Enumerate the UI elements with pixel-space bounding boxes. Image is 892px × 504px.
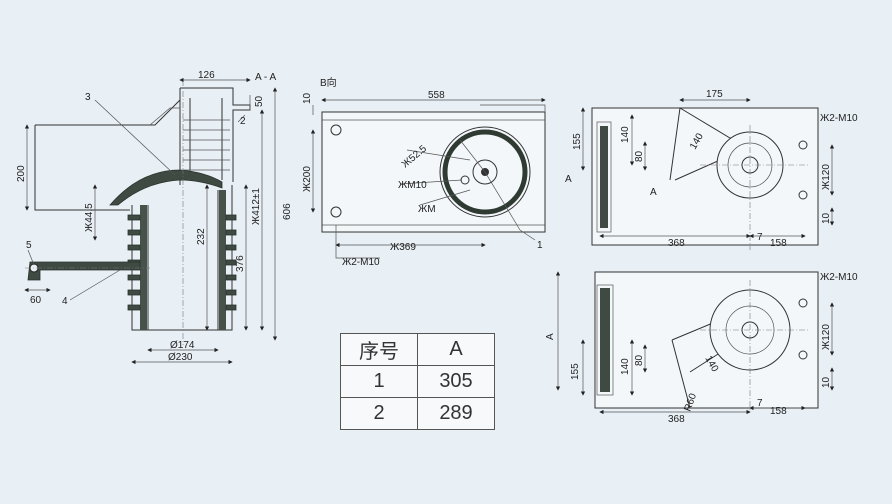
dim-158-b: 158	[770, 406, 787, 417]
part-4-label: 4	[62, 296, 68, 307]
dim-10-d: 10	[821, 376, 832, 388]
arrow-a2-label: A	[650, 187, 657, 198]
view-b-label: B向	[320, 76, 337, 89]
dim-7-a: 7	[757, 232, 763, 243]
table-row: 2 289	[340, 397, 495, 430]
table-row: 1 305	[340, 365, 495, 398]
m10-x2-right: Ж2-M10	[820, 113, 858, 124]
header-a: A	[417, 333, 495, 366]
dim-140-c: 140	[620, 358, 631, 375]
row-index: 2	[340, 397, 418, 430]
dim-158-a: 158	[770, 238, 787, 249]
row-index: 1	[340, 365, 418, 398]
part-3-label: 3	[85, 92, 91, 103]
dim-175: 175	[706, 89, 723, 100]
dim-412: Ж412±1	[251, 188, 262, 225]
dim-368-b: 368	[668, 414, 685, 425]
dim-60: 60	[30, 295, 42, 306]
dim-200: 200	[16, 165, 27, 182]
hole-m10: ЖM10	[398, 180, 427, 191]
bottom-right-view: A 155 140 80 140 Ж2-M10 Ж120 10 368 158 …	[545, 271, 858, 425]
dim-120-a: Ж120	[821, 164, 832, 190]
row-value: 305	[417, 365, 495, 398]
dim-155: 155	[572, 133, 583, 150]
part-2-label: 2	[240, 116, 246, 127]
arrow-a-label: A	[565, 174, 572, 185]
spec-table: 序号 A 1 305 2 289	[340, 333, 495, 430]
section-view-aa: A - A 126 50 3 2 200 Ж44.5 232 376 Ж412±…	[16, 70, 293, 365]
dim-376: 376	[235, 255, 246, 272]
row-value: 289	[417, 397, 495, 430]
section-label: A - A	[255, 72, 276, 83]
hole-m: ЖM	[418, 204, 436, 215]
view-b: B向 558 10 Ж200 Ж52.5 ЖM10 ЖM Ж369 Ж2-M10…	[302, 76, 546, 268]
dim-174: Ø174	[170, 340, 195, 351]
dim-558: 558	[428, 90, 445, 101]
dim-368-a: 368	[668, 238, 685, 249]
part-5-label: 5	[26, 240, 32, 251]
dim-120-b: Ж120	[821, 324, 832, 350]
dim-230: Ø230	[168, 352, 193, 363]
dim-80-b: 80	[634, 354, 645, 366]
part-1-label: 1	[537, 240, 543, 251]
top-right-view: 175 155 140 80 140 Ж2-M10 Ж120 10 368 15…	[565, 89, 858, 250]
dim-200-b: Ж200	[302, 166, 313, 192]
dim-140-a: 140	[620, 126, 631, 143]
header-index: 序号	[340, 333, 418, 366]
dim-a-bottom: A	[545, 333, 556, 340]
m10-x2: Ж2-M10	[342, 257, 380, 268]
dim-155-b: 155	[570, 363, 581, 380]
dim-369: Ж369	[390, 242, 416, 253]
dim-232: 232	[196, 228, 207, 245]
dim-10-c: 10	[821, 212, 832, 224]
dim-126: 126	[198, 70, 215, 81]
dim-10-b: 10	[302, 92, 313, 104]
dim-50: 50	[254, 95, 265, 107]
m10-x2-right-2: Ж2-M10	[820, 272, 858, 283]
table-header-row: 序号 A	[340, 333, 495, 366]
dim-44-5: Ж44.5	[84, 203, 95, 232]
dim-7-b: 7	[757, 398, 763, 409]
dim-606: 606	[282, 203, 293, 220]
dim-80-a: 80	[634, 150, 645, 162]
